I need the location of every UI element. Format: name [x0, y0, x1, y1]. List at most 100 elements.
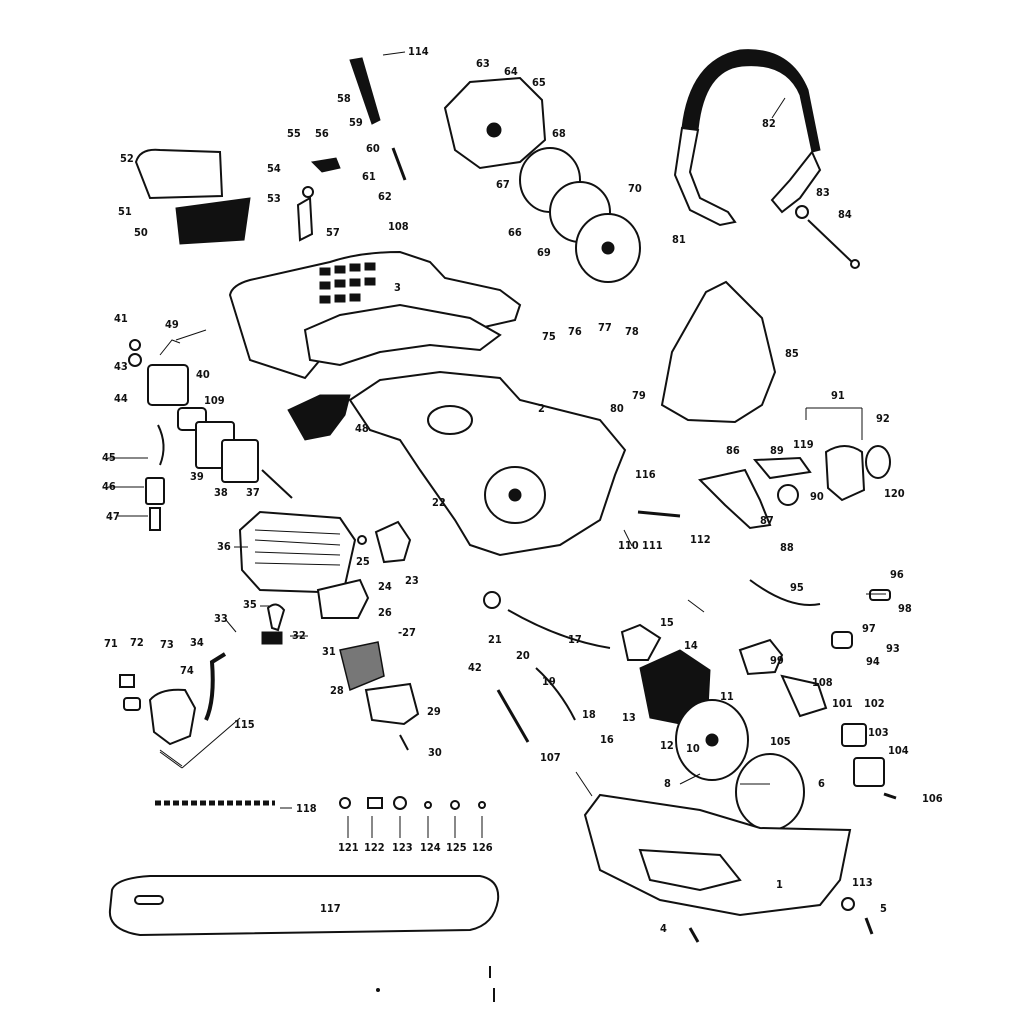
- label-86: 86: [726, 444, 740, 457]
- label-65: 65: [532, 76, 546, 89]
- label-116: 116: [635, 468, 656, 481]
- label-17: 17: [568, 633, 582, 646]
- label-60: 60: [366, 142, 380, 155]
- label-48: 48: [355, 422, 369, 435]
- label-44: 44: [114, 392, 128, 405]
- label-22: 22: [432, 496, 446, 509]
- label-72: 72: [130, 636, 144, 649]
- label-93: 93: [886, 642, 900, 655]
- label-42: 42: [468, 661, 482, 674]
- label-62: 62: [378, 190, 392, 203]
- label-52: 52: [120, 152, 134, 165]
- label-28: 28: [330, 684, 344, 697]
- label-53: 53: [267, 192, 281, 205]
- label-95: 95: [790, 581, 804, 594]
- label-59: 59: [349, 116, 363, 129]
- label-114: 114: [408, 45, 429, 58]
- label-20: 20: [516, 649, 530, 662]
- label-34: 34: [190, 636, 204, 649]
- label-39: 39: [190, 470, 204, 483]
- label-41: 41: [114, 312, 128, 325]
- label-80: 80: [610, 402, 624, 415]
- label-81: 81: [672, 233, 686, 246]
- label-87-top: 87: [760, 514, 774, 527]
- label-76: 76: [568, 325, 582, 338]
- label-123: 123: [392, 841, 413, 854]
- label-74: 74: [180, 664, 194, 677]
- label-105: 105: [770, 735, 791, 748]
- label-35: 35: [243, 598, 257, 611]
- label-6: 6: [818, 777, 825, 790]
- label-57: 57: [326, 226, 340, 239]
- label-111: 111: [642, 539, 663, 552]
- label-54: 54: [267, 162, 281, 175]
- part-labels: 114 63 64 65 82 58 59 55 56 68 60 52 54 …: [102, 45, 943, 935]
- label-49: 49: [165, 318, 179, 331]
- label-89: 89: [770, 444, 784, 457]
- label-101: 101: [832, 697, 853, 710]
- label-25: 25: [356, 555, 370, 568]
- label-38: 38: [214, 486, 228, 499]
- label-108-top: 108: [388, 220, 409, 233]
- label-5: 5: [880, 902, 887, 915]
- label-16: 16: [600, 733, 614, 746]
- label-14: 14: [684, 639, 698, 652]
- label-69: 69: [537, 246, 551, 259]
- label-125: 125: [446, 841, 467, 854]
- label-19: 19: [542, 675, 556, 688]
- label-112: 112: [690, 533, 711, 546]
- label-119: 119: [793, 438, 814, 451]
- label-94: 94: [866, 655, 880, 668]
- label-107: 107: [540, 751, 561, 764]
- label-96: 96: [890, 568, 904, 581]
- label-50: 50: [134, 226, 148, 239]
- label-84: 84: [838, 208, 852, 221]
- label-110: 110: [618, 539, 639, 552]
- label-79: 79: [632, 389, 646, 402]
- label-23: 23: [405, 574, 419, 587]
- label-26: 26: [378, 606, 392, 619]
- label-31: 31: [322, 645, 336, 658]
- label-115: 115: [234, 718, 255, 731]
- label-61: 61: [362, 170, 376, 183]
- bottom-marks: [376, 966, 495, 1002]
- label-85: 85: [785, 347, 799, 360]
- label-24: 24: [378, 580, 392, 593]
- label-29: 29: [427, 705, 441, 718]
- label-103: 103: [868, 726, 889, 739]
- label-82: 82: [762, 117, 776, 130]
- label-104: 104: [888, 744, 909, 757]
- label-51: 51: [118, 205, 132, 218]
- label-67: 67: [496, 178, 510, 191]
- label-121: 121: [338, 841, 359, 854]
- label-77: 77: [598, 321, 612, 334]
- label-56: 56: [315, 127, 329, 140]
- label-118: 118: [296, 802, 317, 815]
- label-64: 64: [504, 65, 518, 78]
- label-18: 18: [582, 708, 596, 721]
- label-11: 11: [720, 690, 734, 703]
- label-36: 36: [217, 540, 231, 553]
- side-plate-shape: [660, 280, 777, 424]
- label-1: 1: [776, 878, 783, 891]
- leader-lines: [108, 51, 886, 838]
- part-shapes: [108, 49, 897, 943]
- label-117: 117: [320, 902, 341, 915]
- label-47: 47: [106, 510, 120, 523]
- label-58: 58: [337, 92, 351, 105]
- label-68: 68: [552, 127, 566, 140]
- label-66: 66: [508, 226, 522, 239]
- label-15: 15: [660, 616, 674, 629]
- label-21: 21: [488, 633, 502, 646]
- label-92: 92: [876, 412, 890, 425]
- label-113: 113: [852, 876, 873, 889]
- label-91: 91: [831, 389, 845, 402]
- front-handle-shape: [681, 49, 821, 153]
- label-83: 83: [816, 186, 830, 199]
- label-13: 13: [622, 711, 636, 724]
- label-98: 98: [898, 602, 912, 615]
- label-63: 63: [476, 57, 490, 70]
- main-housing-shape: [348, 370, 627, 557]
- label-124: 124: [420, 841, 441, 854]
